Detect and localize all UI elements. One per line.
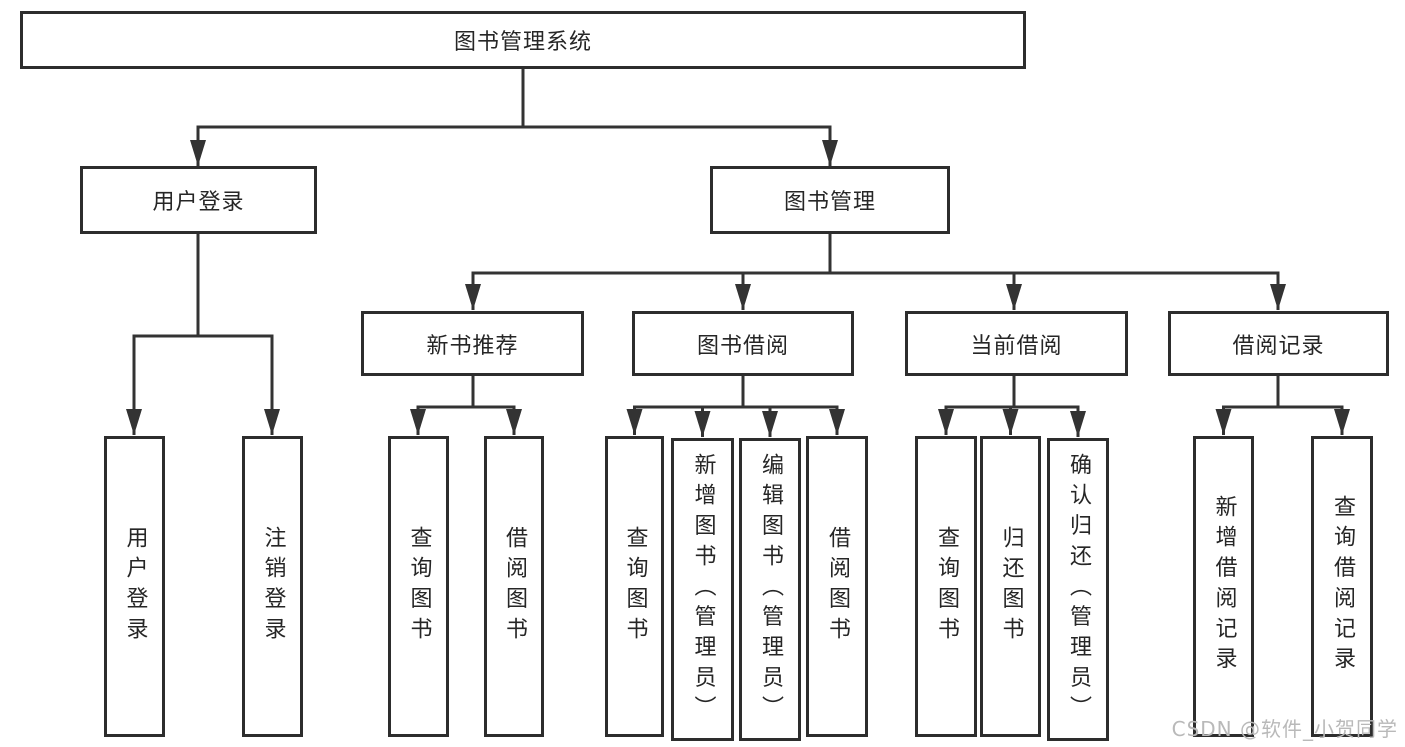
node-current-borrowing: 当前借阅 [905, 311, 1128, 376]
leaf-query-borrow-record: 查询借阅记录 [1311, 436, 1373, 737]
node-new-book-recommendation: 新书推荐 [361, 311, 584, 376]
leaf-query-books-current: 查询图书 [915, 436, 977, 737]
leaf-logout: 注销登录 [242, 436, 303, 737]
leaf-query-books-borrowing: 查询图书 [605, 436, 664, 737]
leaf-add-borrow-record: 新增借阅记录 [1193, 436, 1254, 737]
leaf-query-books-recommendation: 查询图书 [388, 436, 449, 737]
node-borrowing-records: 借阅记录 [1168, 311, 1389, 376]
leaf-borrow-books: 借阅图书 [806, 436, 868, 737]
node-user-login: 用户登录 [80, 166, 317, 234]
node-book-management: 图书管理 [710, 166, 950, 234]
leaf-borrow-books-recommendation: 借阅图书 [484, 436, 544, 737]
leaf-edit-books-admin: 编辑图书（管理员） [739, 438, 801, 741]
leaf-user-login: 用户登录 [104, 436, 165, 737]
node-library-management-system: 图书管理系统 [20, 11, 1026, 69]
csdn-watermark: CSDN @软件_小贺同学 [1171, 717, 1398, 741]
connector-group [126, 68, 1350, 437]
leaf-confirm-return-admin: 确认归还（管理员） [1047, 438, 1109, 741]
leaf-add-books-admin: 新增图书（管理员） [671, 438, 734, 741]
node-book-borrowing: 图书借阅 [632, 311, 854, 376]
leaf-return-books: 归还图书 [980, 436, 1041, 737]
